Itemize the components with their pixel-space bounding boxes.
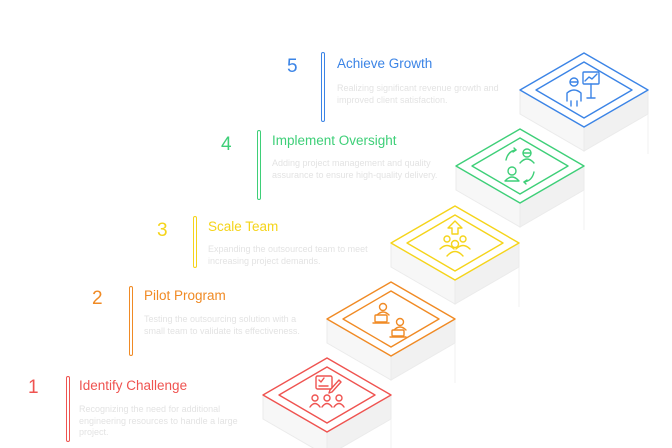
problem-analysis-team-icon (309, 375, 345, 408)
step-2-title: Pilot Program (144, 288, 226, 303)
step-3-title: Scale Team (208, 219, 279, 234)
step-4-block (455, 128, 585, 228)
step-5-number: 5 (287, 56, 298, 77)
step-3-number: 3 (157, 220, 168, 241)
step-1-bar (66, 376, 70, 442)
step-2-bar (129, 286, 133, 356)
step-4-description: Adding project management and quality as… (272, 158, 438, 180)
step-4-title: Implement Oversight (272, 133, 397, 148)
step-3-bar (193, 216, 197, 268)
step-4-bar (257, 130, 261, 200)
step-1-title: Identify Challenge (79, 378, 188, 393)
step-5-bar (321, 52, 325, 122)
step-1-description: Recognizing the need for additional engi… (79, 404, 238, 437)
step-5-description: Realizing significant revenue growth and… (337, 83, 499, 105)
presentation-growth-icon (566, 71, 600, 107)
step-5-title: Achieve Growth (337, 56, 433, 71)
step-1-number: 1 (28, 377, 39, 398)
step-4-number: 4 (221, 134, 232, 155)
step-5-block (519, 52, 649, 152)
step-1-block (262, 357, 392, 448)
team-growth-icon (439, 220, 471, 257)
oversight-exchange-icon (504, 147, 535, 185)
step-3-description: Expanding the outsourced team to meet in… (208, 244, 368, 266)
step-3-block (390, 205, 520, 305)
step-2-block (326, 281, 456, 381)
step-2-description: Testing the outsourcing solution with a … (144, 314, 300, 336)
step-2-number: 2 (92, 288, 103, 309)
pilot-team-laptops-icon (372, 302, 407, 338)
